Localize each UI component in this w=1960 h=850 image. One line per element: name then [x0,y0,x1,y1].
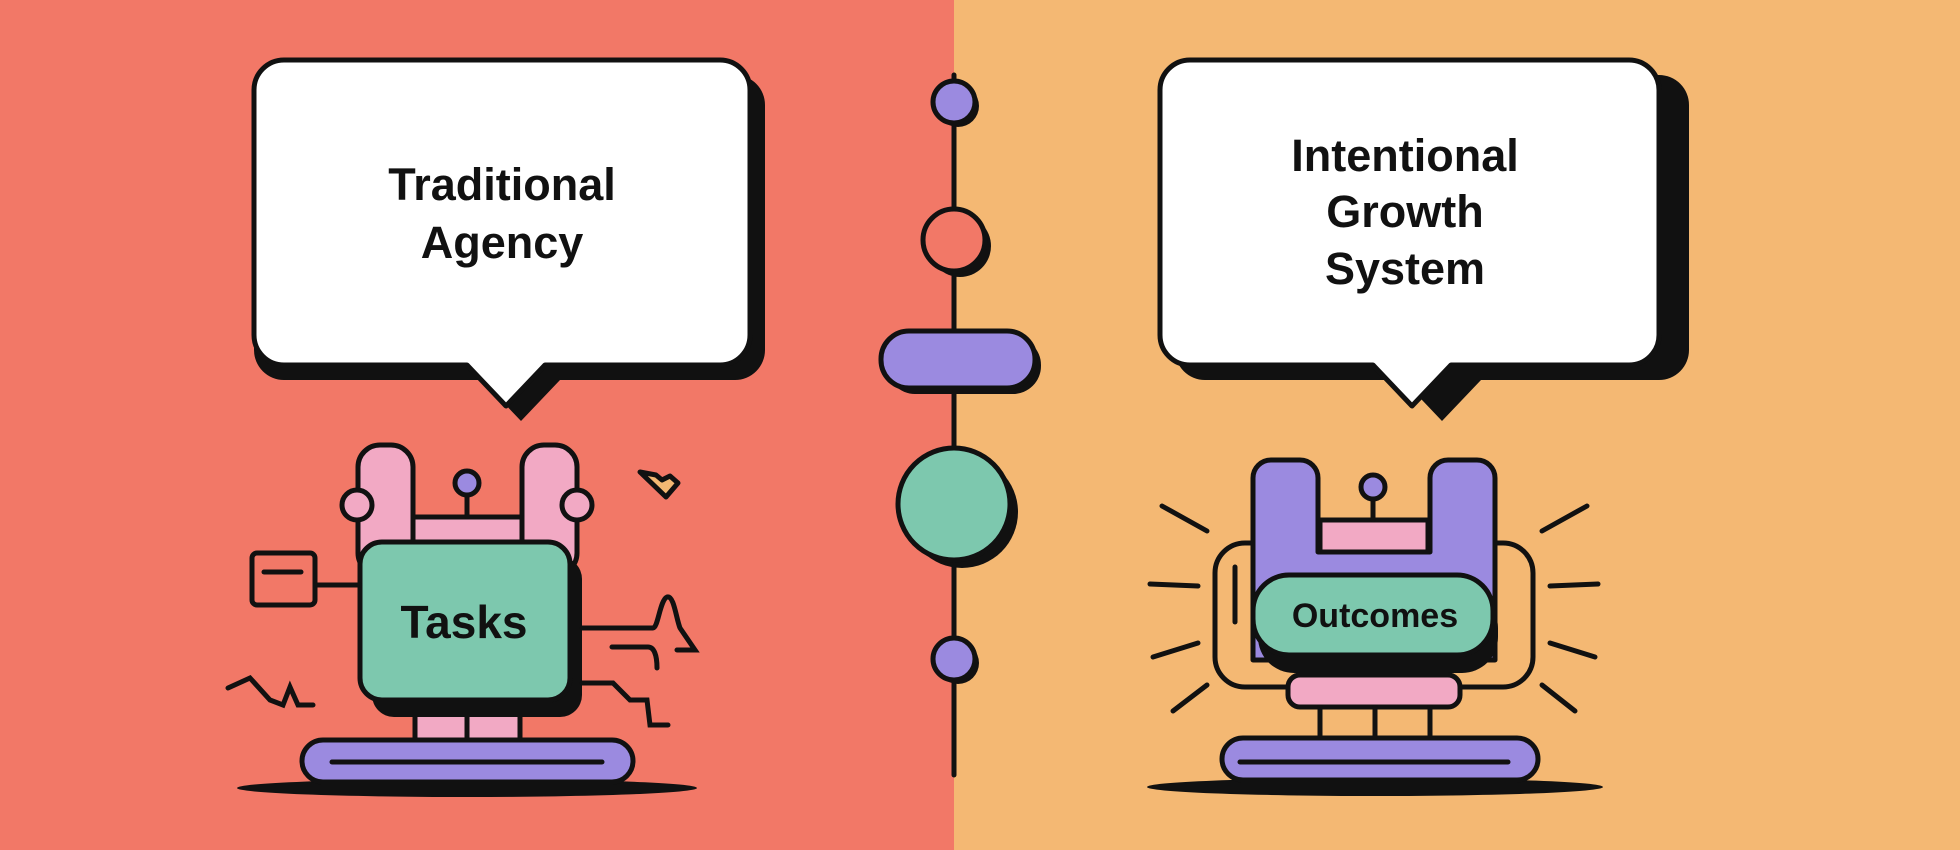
timeline-dot-purple-top [930,78,978,126]
heart-icon [637,469,681,500]
timeline-dot-green [895,445,1013,563]
card-icon [249,550,318,608]
scribble-right-bottom [579,680,671,728]
right-bubble-line-3: System [1325,243,1485,294]
right-bubble-line-1: Intentional [1291,130,1518,181]
scribble-right-top [579,594,700,653]
left-speech-bubble: Traditional Agency [251,57,765,421]
timeline-dot-purple-bottom [930,635,978,683]
scribble-left [225,674,316,709]
tasks-label: Tasks [400,596,527,648]
right-robot-base [1219,735,1541,783]
timeline-dot-red [920,206,988,274]
center-timeline [878,72,1041,778]
outcomes-label: Outcomes [1292,597,1458,635]
left-robot-tasks: Tasks [225,442,700,797]
left-bubble-line-1: Traditional [388,159,616,210]
outcomes-screen [1250,572,1496,658]
left-bubble-line-2: Agency [421,217,584,268]
glow-rays [1147,503,1601,714]
timeline-pill [878,328,1038,391]
tasks-screen [357,539,573,703]
right-robot-antenna-icon [1358,472,1388,502]
right-robot-outcomes: Outcomes [1147,457,1603,796]
right-speech-bubble: Intentional Growth System [1157,57,1689,421]
right-bubble-line-2: Growth [1326,186,1483,237]
left-robot-antenna-icon [452,468,482,498]
